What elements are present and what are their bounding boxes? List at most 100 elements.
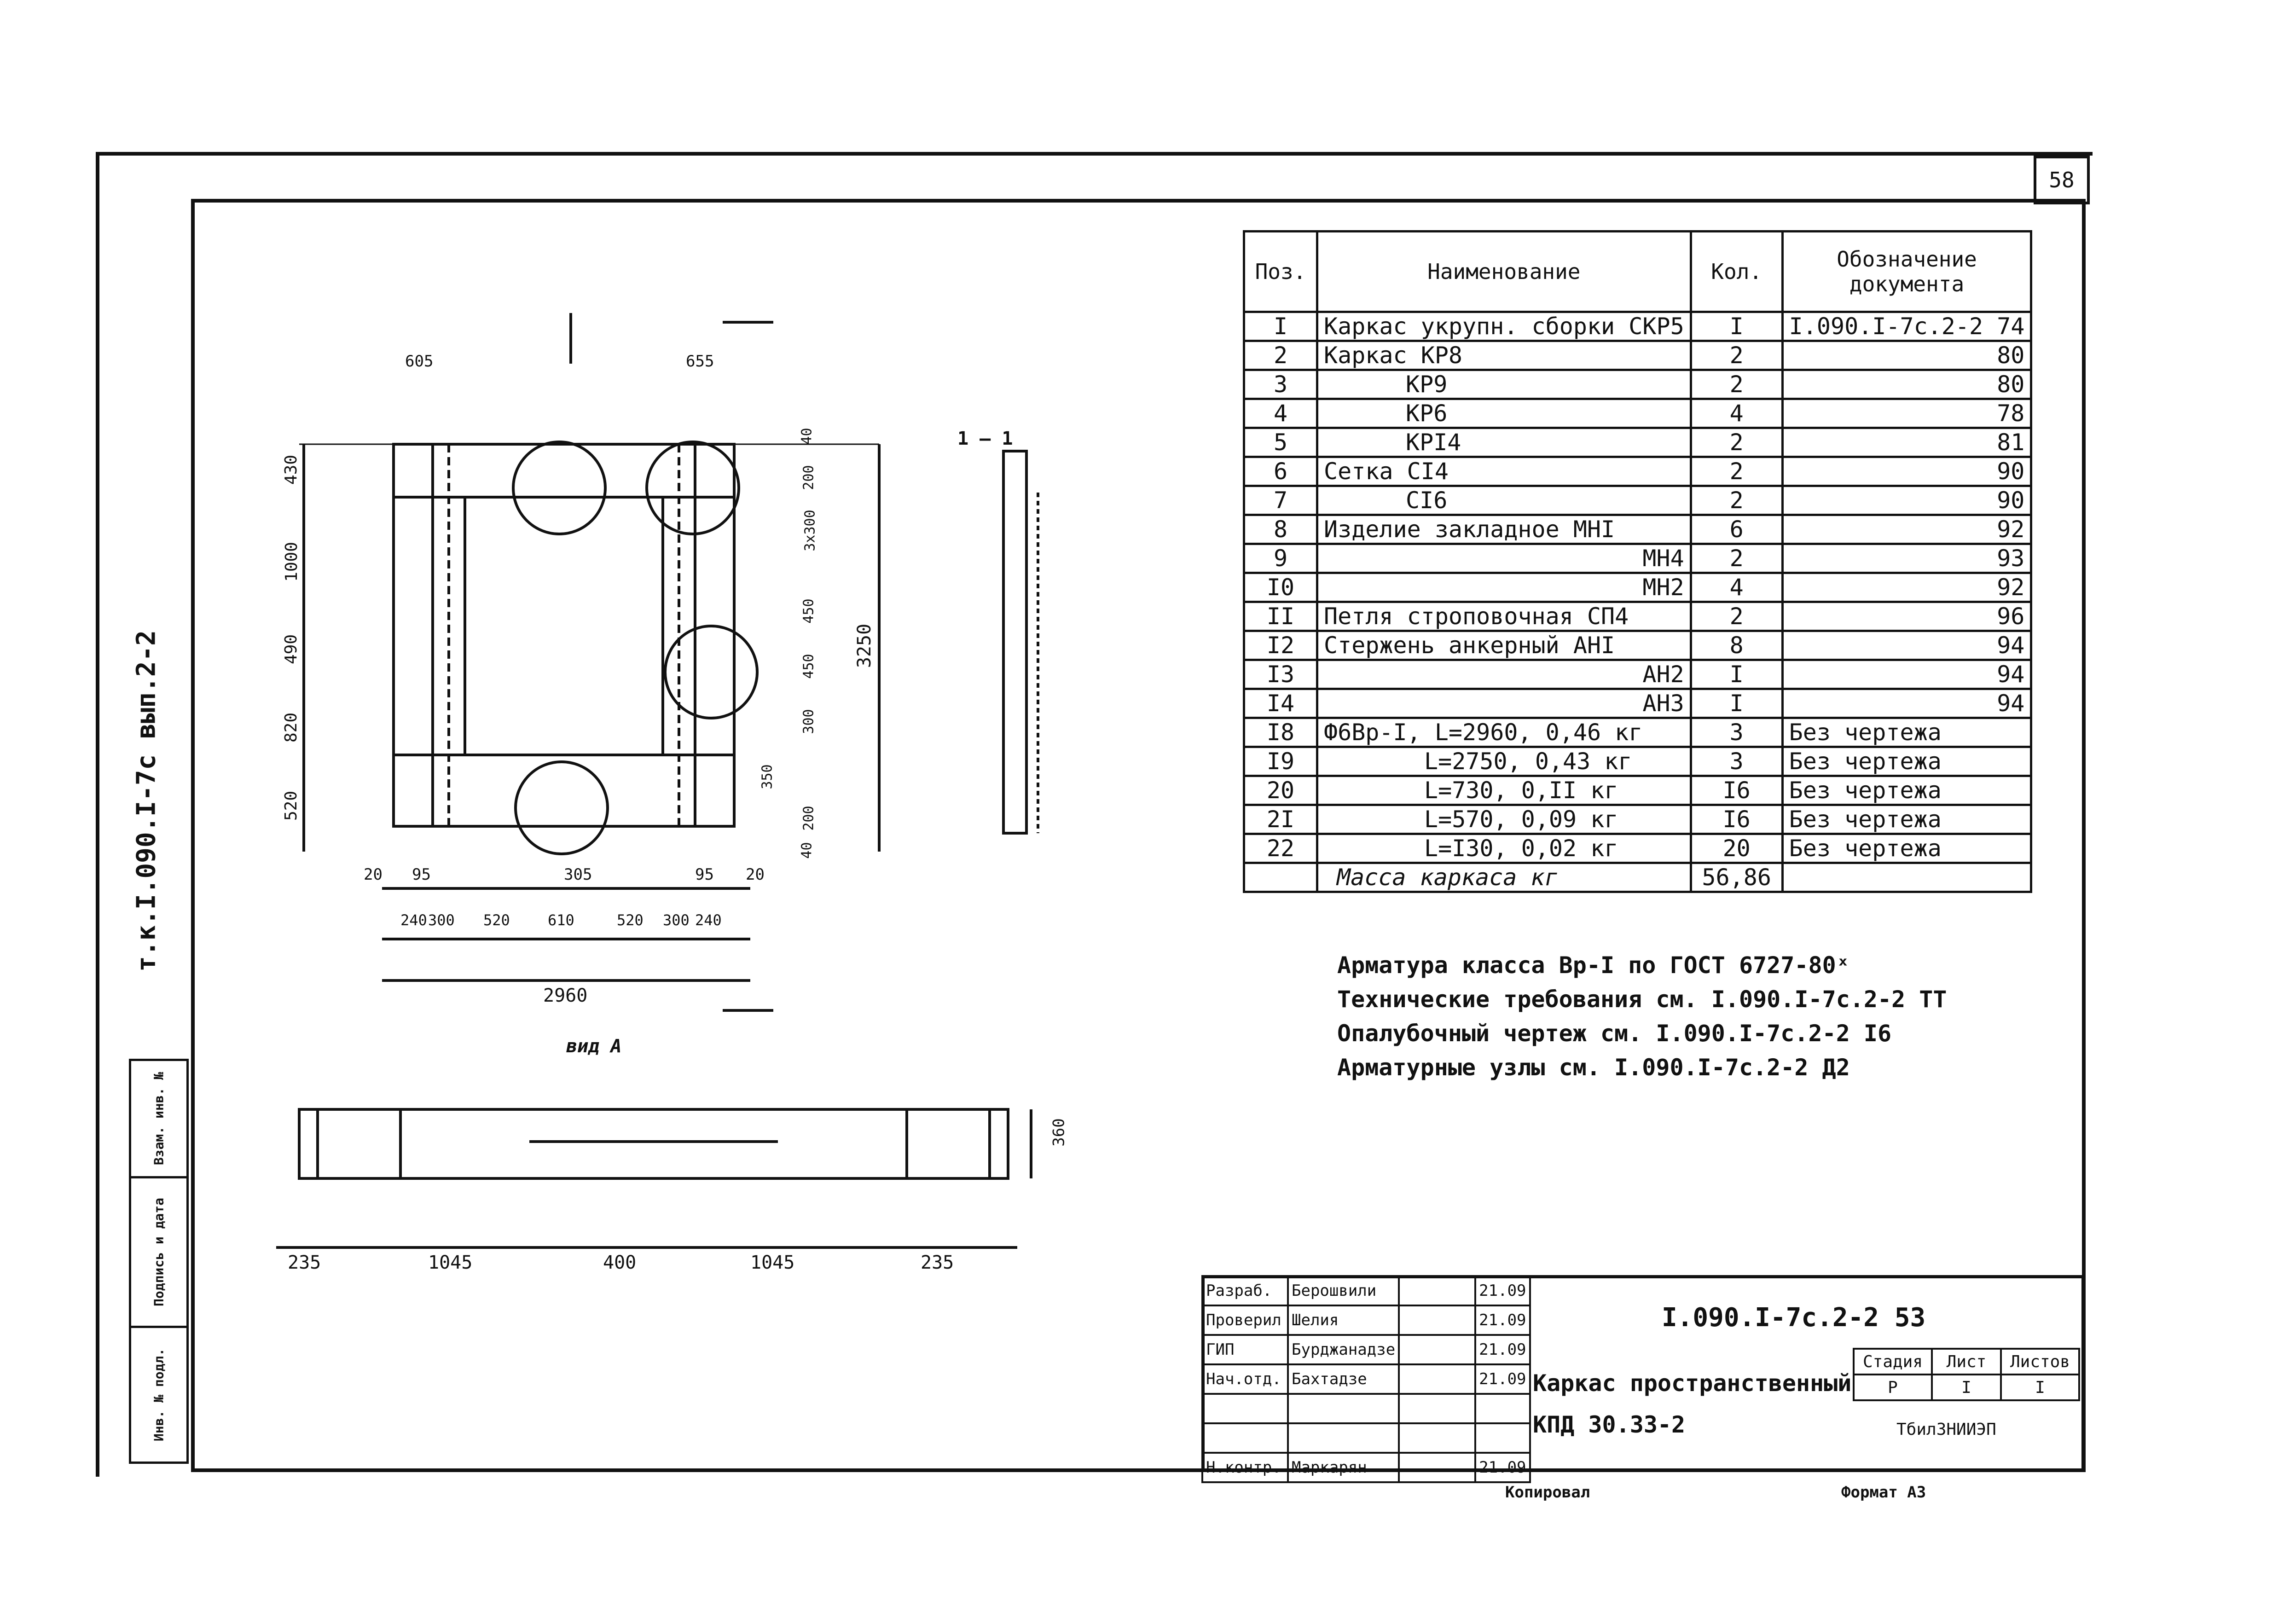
sheet-number: 58 [2034, 156, 2090, 204]
signature-mark [1398, 1334, 1477, 1365]
dim-left-1000: 1000 [282, 542, 301, 582]
specification-table: Поз. Наименование Кол. Обозначение докум… [1243, 230, 2033, 893]
section-1-1-outline [1002, 450, 1028, 835]
spec-header-name: Наименование [1316, 230, 1692, 313]
footer-format: Формат А3 [1841, 1483, 1926, 1502]
detail-circle-top-right [645, 441, 740, 535]
dim-plan-width: 2960 [543, 985, 588, 1006]
note-line: Арматурные узлы см. I.090.I-7с.2-2 Д2 [1337, 1054, 1850, 1081]
table-row [1201, 1422, 1531, 1454]
dim-plan-95-right: 95 [695, 865, 714, 884]
note-line: Арматура класса Вр-I по ГОСТ 6727-80ˣ [1337, 952, 1850, 979]
signature-mark [1398, 1452, 1477, 1483]
dim-plan-610: 610 [548, 911, 574, 929]
spec-header-doc: Обозначение документа [1781, 230, 2033, 313]
dim-right-450-1: 450 [800, 598, 817, 624]
document-name: Каркас пространственный КПД 30.33-2 [1533, 1370, 1852, 1438]
dim-view-1045-right: 1045 [750, 1252, 795, 1273]
dim-plan-20-right: 20 [746, 865, 765, 884]
view-a-outline [298, 1108, 1009, 1180]
signature-mark [1398, 1275, 1477, 1306]
sheet-inner-frame [191, 199, 2086, 1472]
footer-copied: Копировал [1505, 1483, 1590, 1502]
dim-view-235-left: 235 [288, 1252, 321, 1273]
signature-mark [1398, 1363, 1477, 1395]
mass-label: Масса каркаса кг [1316, 862, 1692, 893]
dim-view-1045-left: 1045 [428, 1252, 473, 1273]
dim-plan-300-right: 300 [663, 911, 690, 929]
technical-notes: Арматура класса Вр-I по ГОСТ 6727-80ˣ Те… [1337, 948, 1947, 1085]
dim-plan-520-left: 520 [483, 911, 510, 929]
section-1-1-label: 1 — 1 [957, 428, 1013, 449]
spec-header-qty: Кол. [1689, 230, 1784, 313]
dim-plan-305: 305 [564, 865, 592, 884]
sheet-outer-frame [96, 152, 2093, 1477]
dim-left-520: 520 [282, 790, 301, 821]
dim-left-820: 820 [282, 712, 301, 743]
detail-circle-bottom [514, 760, 609, 855]
dim-plan-240-right: 240 [695, 911, 722, 929]
dim-plan-95-left: 95 [412, 865, 431, 884]
plan-opening [464, 496, 664, 756]
organization-name: ТбилЗНИИЭП [1896, 1420, 1996, 1439]
note-line: Технические требования см. I.090.I-7с.2-… [1337, 986, 1947, 1013]
side-stamp-cell-3: Инв. № подл. [129, 1326, 189, 1464]
note-line: Опалубочный чертеж см. I.090.I-7с.2-2 I6 [1337, 1020, 1892, 1047]
document-code: I.090.I-7с.2-2 53 [1662, 1303, 1926, 1333]
dim-view-360: 360 [1049, 1118, 1068, 1147]
dim-plan-height: 3250 [854, 623, 875, 668]
dim-right-200-top: 200 [800, 465, 817, 490]
dim-plan-655: 655 [686, 352, 714, 371]
dim-left-430: 430 [282, 454, 301, 485]
view-a-label: вид А [566, 1036, 622, 1057]
detail-circle-top [512, 441, 607, 535]
dim-plan-300-left: 300 [428, 911, 455, 929]
dim-left-490: 490 [282, 634, 301, 665]
dim-right-200-bottom: 200 [800, 806, 817, 831]
spec-header-row: Поз. Наименование Кол. Обозначение докум… [1243, 230, 2033, 313]
dim-right-450-2: 450 [800, 654, 817, 679]
dim-right-350: 350 [759, 764, 776, 789]
dim-plan-20-left: 20 [364, 865, 383, 884]
dim-plan-240-left: 240 [400, 911, 427, 929]
dim-view-400: 400 [603, 1252, 637, 1273]
dim-plan-605: 605 [405, 352, 434, 371]
spec-header-pos: Поз. [1243, 230, 1318, 313]
dim-view-235-right: 235 [921, 1252, 954, 1273]
detail-circle-right [664, 625, 759, 719]
dim-plan-520-right: 520 [617, 911, 644, 929]
side-stamp: Взам. инв. № Подпись и дата Инв. № подл. [129, 1059, 189, 1464]
dim-right-300: 300 [800, 709, 817, 734]
mass-value: 56,86 [1689, 862, 1784, 893]
dim-right-40-bottom: 40 [799, 842, 815, 859]
signature-mark [1398, 1305, 1477, 1336]
